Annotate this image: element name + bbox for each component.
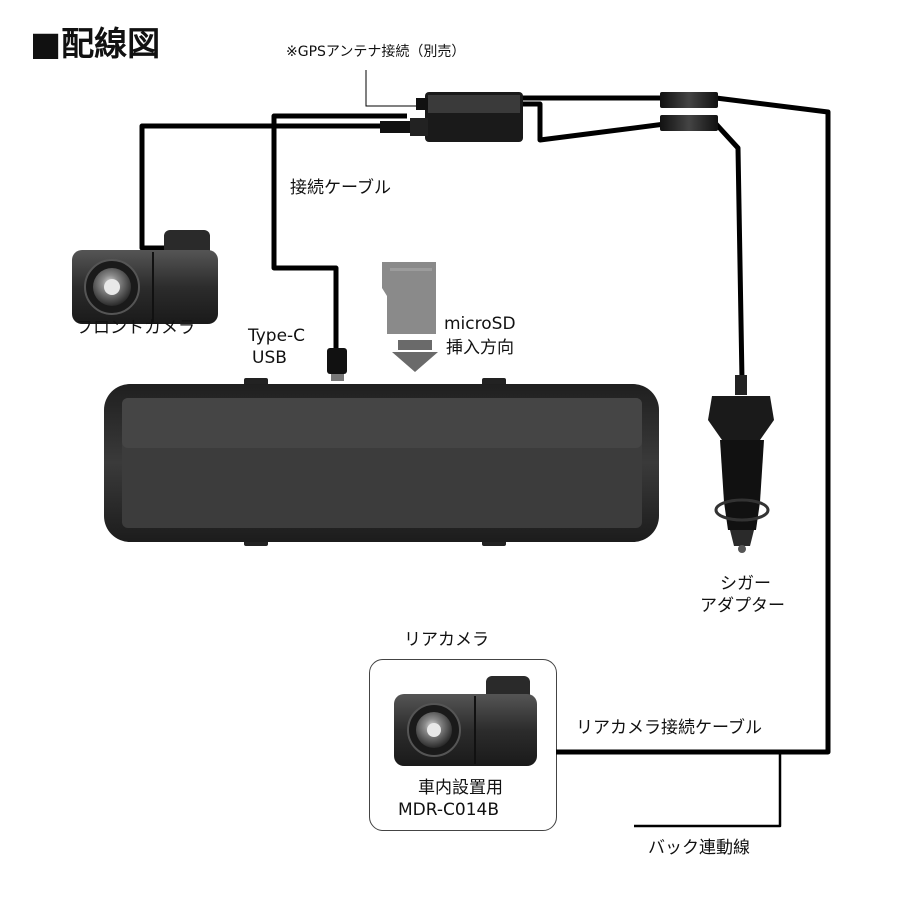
connection-cable-label: 接続ケーブル [290,178,391,198]
type-c-plug [327,348,347,381]
cable-splitter [380,92,523,142]
arrow-down-icon [392,340,438,372]
microsd-label-line2: 挿入方向 [446,338,514,358]
rear-camera-cable-label: リアカメラ接続ケーブル [576,718,762,738]
rear-install-label-line1: 車内設置用 [418,778,503,798]
cigar-cable [523,101,745,381]
type-c-cable [271,113,407,352]
rear-camera-cable [522,95,831,755]
rear-install-label-line2: MDR-C014B [398,800,499,820]
reverse-wire-label: バック連動線 [648,838,750,858]
microsd-label-line1: microSD [444,314,516,334]
gps-leader-line [365,70,420,107]
gps-antenna-label: ※GPSアンテナ接続（別売） [286,44,466,60]
sd-card-icon [382,262,436,334]
type-c-label-line1: Type-C [248,326,306,346]
rear-camera-label: リアカメラ [404,630,489,650]
front-camera-label: フロントカメラ [76,318,195,338]
inline-connectors [660,92,718,131]
front-camera [72,230,218,324]
cigar-adapter-label-line1: シガー [720,574,771,594]
page-title: ■配線図 [30,24,161,63]
rear-camera [394,676,537,766]
mirror-monitor-icon [104,378,659,546]
type-c-label-line2: USB [252,348,287,368]
cigar-plug-icon [708,375,774,553]
cigar-adapter-label-line2: アダプター [700,596,785,616]
reverse-wire [634,752,782,828]
front-camera-cable [139,123,392,251]
